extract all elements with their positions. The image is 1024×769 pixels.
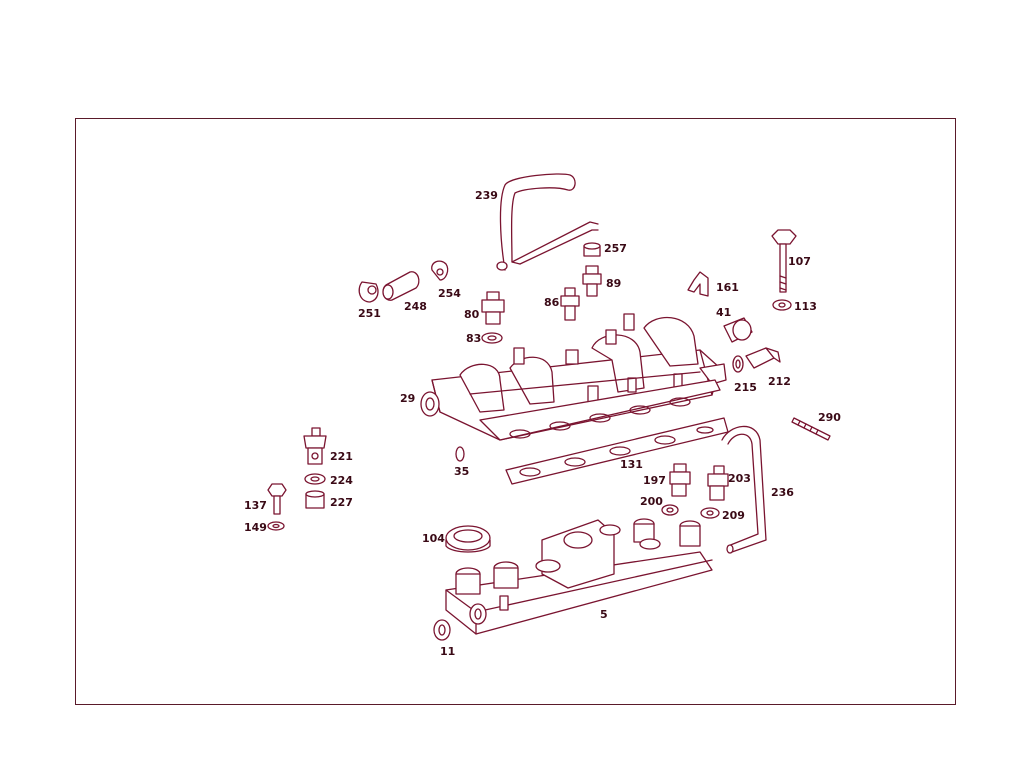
label-239: 239 — [475, 189, 498, 202]
manifold-5 — [445, 518, 713, 635]
label-107: 107 — [788, 255, 811, 268]
label-257: 257 — [604, 242, 627, 255]
cap-257 — [583, 242, 601, 257]
ring-215 — [732, 355, 744, 373]
hose-239 — [496, 173, 599, 271]
part-labels: 239 257 89 86 80 83 254 248 251 161 107 … — [244, 189, 841, 658]
label-83: 83 — [466, 332, 481, 345]
fitting-197 — [669, 463, 691, 497]
label-11: 11 — [440, 645, 455, 658]
washer-209 — [700, 507, 720, 519]
label-248: 248 — [404, 300, 427, 313]
label-89: 89 — [606, 277, 621, 290]
label-290: 290 — [818, 411, 841, 424]
ring-35 — [455, 446, 465, 462]
label-149: 149 — [244, 521, 267, 534]
bolt-107 — [771, 229, 797, 293]
clamp-251 — [358, 281, 379, 303]
washer-113 — [772, 299, 792, 311]
intake-manifold-29 — [420, 313, 727, 441]
stud-290 — [791, 417, 831, 441]
fitting-212 — [745, 347, 781, 369]
fitting-80 — [481, 291, 505, 325]
clamp-254 — [431, 260, 449, 281]
plug-41 — [723, 317, 753, 343]
bracket-161 — [687, 271, 709, 297]
label-227: 227 — [330, 496, 353, 509]
bolt-137 — [267, 483, 287, 515]
cap-227 — [305, 490, 325, 509]
label-137: 137 — [244, 499, 267, 512]
label-236: 236 — [771, 486, 794, 499]
label-131: 131 — [620, 458, 643, 471]
label-251: 251 — [358, 307, 381, 320]
label-197: 197 — [643, 474, 666, 487]
fitting-89 — [582, 265, 602, 297]
label-221: 221 — [330, 450, 353, 463]
label-5: 5 — [600, 608, 608, 621]
fitting-221 — [303, 427, 327, 465]
label-212: 212 — [768, 375, 791, 388]
label-254: 254 — [438, 287, 461, 300]
hose-236 — [721, 425, 767, 554]
label-200: 200 — [640, 495, 663, 508]
label-224: 224 — [330, 474, 353, 487]
label-35: 35 — [454, 465, 469, 478]
washer-200 — [661, 504, 679, 516]
label-113: 113 — [794, 300, 817, 313]
label-86: 86 — [544, 296, 560, 309]
label-41: 41 — [716, 306, 731, 319]
label-104: 104 — [422, 532, 445, 545]
label-161: 161 — [716, 281, 739, 294]
washer-83 — [481, 332, 503, 344]
diagram-frame — [75, 118, 956, 705]
label-29: 29 — [400, 392, 415, 405]
fitting-203 — [707, 465, 729, 501]
label-80: 80 — [464, 308, 480, 321]
sleeve-248 — [382, 271, 420, 301]
grommet-104 — [445, 525, 491, 553]
washer-224 — [304, 473, 326, 485]
washer-149 — [267, 521, 285, 531]
label-215: 215 — [734, 381, 757, 394]
fitting-86 — [560, 287, 580, 321]
label-209: 209 — [722, 509, 745, 522]
label-203: 203 — [728, 472, 751, 485]
bushing-11 — [433, 619, 451, 641]
